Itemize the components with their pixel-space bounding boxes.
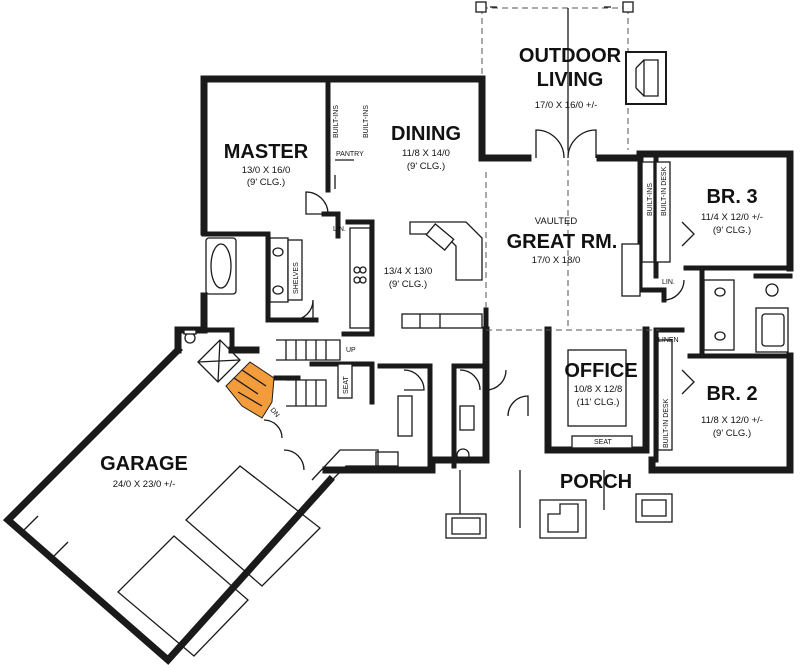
- master-title: MASTER: [224, 141, 309, 163]
- toilet-icon: [456, 448, 470, 462]
- porch-column-base: [539, 499, 587, 539]
- staircase: [197, 339, 341, 419]
- shelves-label: SHELVES: [293, 262, 300, 294]
- tub-shower: [755, 307, 789, 353]
- washer-dryer: [397, 395, 413, 437]
- office-dims: 10/8 X 12/8: [574, 384, 623, 395]
- kitchen-ceiling: (9' CLG.): [389, 279, 427, 290]
- br2-dims: 11/8 X 12/0 +/-: [701, 415, 763, 426]
- exterior-walls: [2, 75, 794, 665]
- kitchen-dims: 13/4 X 13/0: [384, 266, 433, 277]
- kitchen-counter-south: [401, 313, 483, 329]
- great-room-title: GREAT RM.: [507, 231, 618, 253]
- built-in-desk-br2-label: BUILT-IN DESK: [663, 398, 670, 448]
- master-ceiling: (9' CLG.): [247, 177, 285, 188]
- kitchen: [349, 221, 483, 329]
- master-bath-fixtures: [183, 237, 303, 344]
- lin-br3-label: LIN.: [662, 279, 675, 286]
- shelves: [287, 239, 303, 301]
- island-sink: [425, 223, 455, 251]
- jack-and-jill-vanity: [703, 279, 735, 351]
- office-ceiling-outline: [567, 349, 627, 427]
- great-room-vaulted: VAULTED: [535, 216, 578, 227]
- br3-ceiling: (9' CLG.): [713, 225, 751, 236]
- br3-dims: 11/4 X 12/0 +/-: [701, 212, 763, 223]
- br2-ceiling: (9' CLG.): [713, 428, 751, 439]
- utility-sink: [375, 451, 399, 467]
- dining-ceiling: (9' CLG.): [407, 161, 445, 172]
- built-ins-label: BUILT-INS: [363, 105, 370, 138]
- garage-title: GARAGE: [100, 453, 188, 475]
- outdoor-fireplace: [625, 51, 667, 105]
- built-ins-label: BUILT-INS: [333, 105, 340, 138]
- laundry-bath-fixtures: [311, 363, 475, 487]
- porch-title: PORCH: [560, 471, 632, 493]
- built-in-desk-br2: [657, 339, 673, 451]
- patio-post: [622, 1, 634, 13]
- outdoor-living-patio: [475, 1, 667, 155]
- seat-office-label: SEAT: [594, 439, 612, 446]
- doors: [263, 129, 695, 471]
- mud-seat: [337, 363, 353, 399]
- linen-br2-label: LINEN: [658, 337, 679, 344]
- office-title: OFFICE: [564, 360, 637, 382]
- br2-title: BR. 2: [706, 383, 757, 405]
- desk: [621, 243, 641, 297]
- stair-up-label: UP: [346, 347, 356, 354]
- great-room-dims: 17/0 X 18/0: [532, 255, 581, 266]
- lin-master-label: LIN.: [333, 226, 346, 233]
- office-interior: [567, 349, 633, 449]
- stair-highlight: [225, 361, 275, 419]
- garage-dims: 24/0 X 23/0 +/-: [113, 479, 176, 490]
- outdoor-living-title-2: LIVING: [537, 69, 604, 91]
- outdoor-living-title-1: OUTDOOR: [519, 45, 622, 67]
- built-in-desk-br3: [655, 161, 671, 263]
- outdoor-living-dims: 17/0 X 16/0 +/-: [535, 100, 598, 111]
- powder-vanity: [459, 405, 475, 431]
- interior-walls: [201, 76, 793, 473]
- office-seat: [571, 435, 633, 449]
- master-dims: 13/0 X 16/0: [242, 165, 291, 176]
- bedroom-wing-fixtures: [621, 161, 789, 451]
- garage-bays: [23, 465, 321, 657]
- dining-title: DINING: [391, 123, 461, 145]
- br3-title: BR. 3: [706, 186, 757, 208]
- toilet-icon: [765, 283, 779, 297]
- porch-structure: [445, 470, 673, 539]
- built-ins-br3: [641, 161, 655, 263]
- stair-dn-label: DN: [268, 407, 280, 419]
- patio-post: [475, 1, 487, 13]
- dining-dims: 11/8 X 14/0: [402, 148, 450, 159]
- seat-mud-label: SEAT: [343, 376, 350, 394]
- pantry-label: PANTRY: [336, 151, 364, 158]
- kitchen-island: [409, 221, 483, 281]
- built-in-desk-br3-label: BUILT-IN DESK: [661, 166, 668, 216]
- built-ins-br3-label: BUILT-INS: [647, 183, 654, 216]
- office-ceiling: (11' CLG.): [577, 397, 620, 408]
